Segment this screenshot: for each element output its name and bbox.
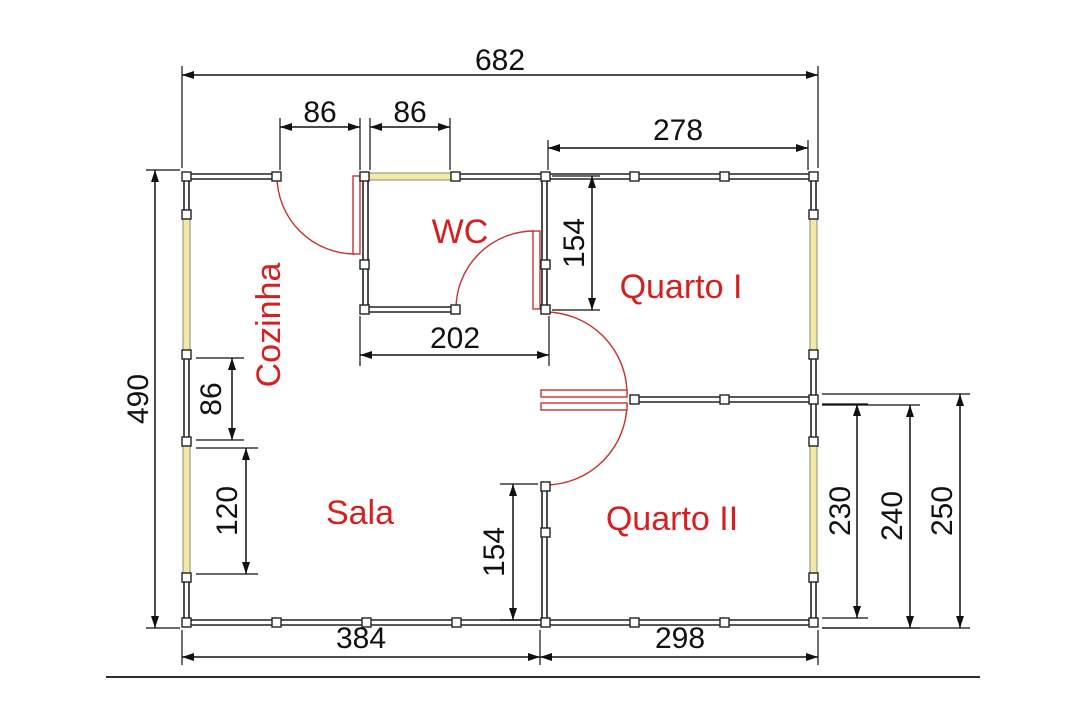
ext-line bbox=[181, 630, 819, 665]
wall-node bbox=[808, 209, 819, 220]
top-wall-left bbox=[188, 173, 277, 180]
wall-node bbox=[451, 617, 462, 628]
wall-node bbox=[808, 572, 819, 583]
quarto2-door-swing bbox=[544, 402, 628, 486]
dim-label-quarto1-door-drop: 154 bbox=[558, 218, 591, 268]
wc-quarto-partition bbox=[541, 176, 548, 309]
wall-node bbox=[719, 171, 730, 182]
wall-node bbox=[450, 304, 461, 315]
wall-node bbox=[540, 527, 551, 538]
dim-label-quarto2-width: 298 bbox=[655, 622, 705, 655]
quarto1-door-leaf bbox=[540, 389, 628, 398]
dim-label-sala-width: 384 bbox=[336, 622, 386, 655]
wc-bottom-wall bbox=[365, 306, 456, 313]
dim-label-wc-width: 202 bbox=[430, 322, 480, 355]
wall-nodes bbox=[181, 171, 819, 628]
kitchen-door-swing bbox=[276, 175, 356, 255]
dim-label-quarto1-width: 278 bbox=[653, 114, 703, 147]
dim-label-230: 230 bbox=[824, 486, 857, 536]
quarto1-window bbox=[809, 213, 818, 355]
room-label-cozinha: Cozinha bbox=[250, 263, 288, 388]
wall-node bbox=[359, 171, 370, 182]
wall-node bbox=[181, 209, 192, 220]
wall-node bbox=[540, 481, 551, 492]
wall-node bbox=[540, 617, 551, 628]
dim-label-240: 240 bbox=[876, 491, 909, 541]
quarto1-door-swing bbox=[544, 311, 628, 395]
wall-node bbox=[808, 349, 819, 360]
ext-line bbox=[181, 66, 819, 168]
bottom-wall bbox=[188, 619, 813, 626]
dim-label-door: 86 bbox=[303, 96, 336, 129]
wall-node bbox=[629, 617, 640, 628]
wall-node bbox=[181, 349, 192, 360]
wall-node bbox=[271, 617, 282, 628]
wall-node bbox=[181, 171, 192, 182]
wall-node bbox=[450, 171, 461, 182]
doors bbox=[276, 175, 628, 486]
room-labels: WC Quarto I Quarto II Sala Cozinha bbox=[250, 213, 742, 538]
wall-node bbox=[540, 259, 551, 270]
kitchen-window bbox=[182, 213, 191, 355]
wall-node bbox=[808, 171, 819, 182]
wall-node bbox=[808, 436, 819, 447]
wall-node bbox=[361, 617, 372, 628]
wall-node bbox=[629, 394, 640, 405]
wall-node bbox=[629, 171, 640, 182]
dim-label-total-height: 490 bbox=[122, 374, 155, 424]
ext-line bbox=[196, 357, 244, 441]
wall-node bbox=[540, 304, 551, 315]
room-label-sala: Sala bbox=[326, 494, 394, 532]
wall-node bbox=[808, 617, 819, 628]
dim-label-quarto2-door-rise: 154 bbox=[478, 527, 511, 577]
room-label-quarto2: Quarto II bbox=[606, 500, 738, 538]
quarto2-door-leaf bbox=[540, 402, 628, 411]
kitchen-door-leaf bbox=[352, 175, 361, 255]
wall-node bbox=[719, 617, 730, 628]
quarto2-left-wall bbox=[541, 486, 548, 624]
wall-node bbox=[181, 617, 192, 628]
dim-label-kitchen-window: 86 bbox=[195, 382, 228, 415]
wall-node bbox=[359, 304, 370, 315]
dimension-lines bbox=[146, 66, 970, 665]
wc-left-wall bbox=[362, 176, 369, 312]
room-label-wc: WC bbox=[432, 213, 489, 251]
wall-node bbox=[808, 394, 819, 405]
ext-line bbox=[822, 393, 970, 629]
dim-label-sala-window: 120 bbox=[211, 486, 244, 536]
sala-window bbox=[182, 440, 191, 578]
wall-node bbox=[181, 436, 192, 447]
room-label-quarto1: Quarto I bbox=[620, 268, 743, 306]
dimension-labels: 682 86 86 278 154 202 490 86 120 154 384… bbox=[122, 44, 959, 655]
quarto2-window bbox=[809, 440, 818, 578]
ext-line bbox=[500, 483, 538, 621]
wall-node bbox=[181, 572, 192, 583]
wall-node bbox=[271, 171, 282, 182]
wall-node bbox=[540, 171, 551, 182]
dim-label-wc-window: 86 bbox=[393, 96, 426, 129]
wc-door-swing bbox=[455, 230, 535, 310]
wall-node bbox=[719, 394, 730, 405]
wall-node bbox=[359, 259, 370, 270]
dim-label-total-width: 682 bbox=[475, 44, 525, 77]
wc-door-leaf bbox=[532, 230, 541, 310]
wc-window bbox=[367, 172, 457, 181]
dim-label-250: 250 bbox=[926, 486, 959, 536]
